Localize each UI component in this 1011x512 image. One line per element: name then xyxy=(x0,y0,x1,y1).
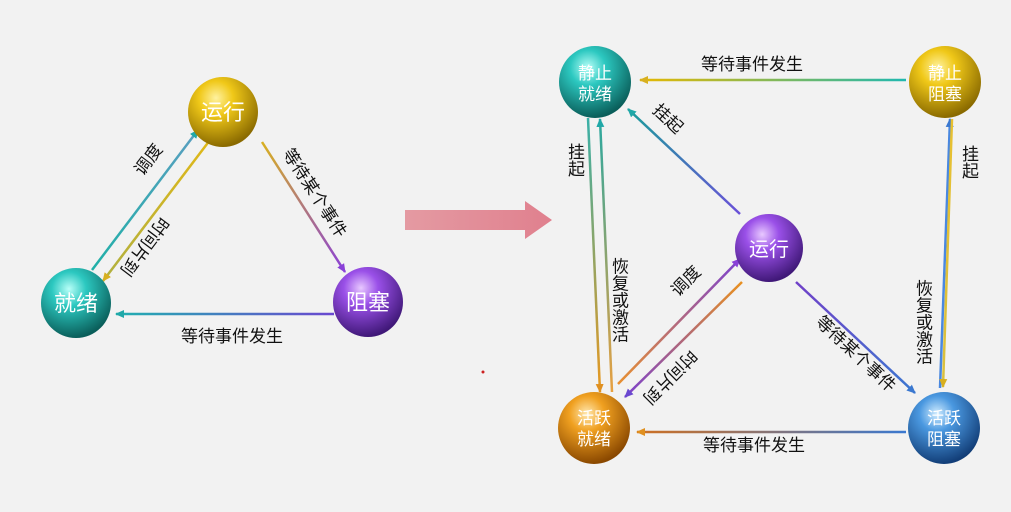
right-arrow-wait-event xyxy=(795,281,916,394)
right-node-running-label: 运行 xyxy=(749,237,789,261)
right-label-wait-event: 等待某个事件 xyxy=(811,312,899,396)
left-node-blocked-label: 阻塞 xyxy=(346,291,390,316)
right-node-static-ready-line1: 静止 xyxy=(578,64,612,84)
left-diagram: 调度 时间片到 等待某个事件 等待事件发生 运行 就绪 阻塞 xyxy=(41,77,403,347)
right-node-static-blocked: 静止 阻塞 xyxy=(909,46,981,118)
right-node-static-blocked-line2: 阻塞 xyxy=(928,85,962,105)
right-node-active-ready-line2: 就绪 xyxy=(577,430,611,450)
right-node-static-ready: 静止 就绪 xyxy=(559,46,631,118)
right-label-schedule: 调度 xyxy=(667,262,705,300)
right-label-suspend-right: 挂起 xyxy=(958,145,979,179)
left-node-ready-label: 就绪 xyxy=(54,292,98,317)
left-node-running-label: 运行 xyxy=(201,101,245,126)
right-arrow-timeslice xyxy=(624,281,743,398)
left-node-ready: 就绪 xyxy=(41,268,111,338)
stray-dot xyxy=(481,370,485,374)
right-node-running: 运行 xyxy=(735,214,803,282)
left-label-timeslice: 时间片到 xyxy=(116,213,173,279)
left-node-blocked: 阻塞 xyxy=(333,267,403,337)
left-node-running: 运行 xyxy=(188,77,258,147)
right-label-bottom-event: 等待事件发生 xyxy=(703,436,805,456)
right-arrow-right-suspend xyxy=(938,118,954,389)
left-label-wait-event: 等待某个事件 xyxy=(278,145,350,241)
right-node-active-blocked-line2: 阻塞 xyxy=(927,430,961,450)
left-label-schedule: 调度 xyxy=(131,140,167,179)
right-label-top-event: 等待事件发生 xyxy=(701,55,803,75)
right-label-suspend-left: 挂起 xyxy=(564,143,585,177)
right-arrow-left-suspend xyxy=(596,118,614,393)
right-label-resume-right: 恢复或激活 xyxy=(912,279,933,364)
right-node-active-ready: 活跃 就绪 xyxy=(558,392,630,464)
left-label-event-happens: 等待事件发生 xyxy=(181,327,283,347)
left-arrow-wait-event xyxy=(260,141,347,273)
right-node-active-blocked: 活跃 阻塞 xyxy=(908,392,980,464)
right-arrow-schedule xyxy=(617,258,741,385)
right-label-resume-left: 恢复或激活 xyxy=(608,257,629,342)
right-node-active-ready-line1: 活跃 xyxy=(577,409,611,429)
right-arrow-right-resume xyxy=(939,118,954,388)
left-arrow-schedule xyxy=(91,129,199,271)
right-node-active-blocked-line1: 活跃 xyxy=(927,409,961,429)
transition-arrow xyxy=(405,201,552,239)
right-arrow-left-resume xyxy=(586,117,604,393)
left-arrow-timeslice xyxy=(102,139,211,282)
right-arrow-suspend-diag xyxy=(627,108,741,215)
right-node-static-blocked-line1: 静止 xyxy=(928,64,962,84)
right-diagram: 等待事件发生 挂起 挂起 恢复或激活 调度 时间片到 等待某个事件 挂起 恢复或… xyxy=(558,46,981,464)
right-node-static-ready-line2: 就绪 xyxy=(578,85,612,105)
